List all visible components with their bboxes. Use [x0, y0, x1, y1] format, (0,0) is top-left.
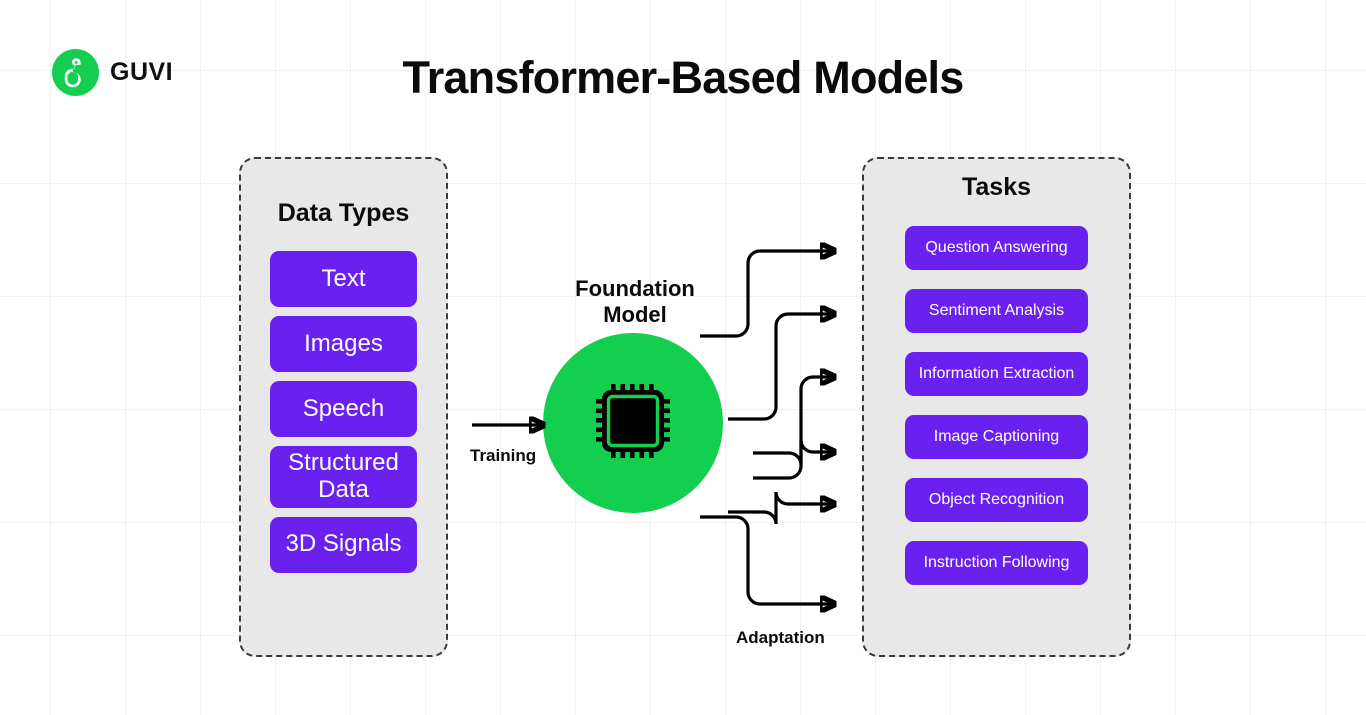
task-chip-image-captioning[interactable]: Image Captioning: [905, 415, 1088, 459]
data-types-panel-title: Data Types: [277, 199, 410, 227]
foundation-model-label-line2: Model: [603, 301, 667, 327]
task-chip-sentiment-analysis[interactable]: Sentiment Analysis: [905, 289, 1088, 333]
tasks-panel: Tasks Question Answering Sentiment Analy…: [862, 157, 1131, 657]
foundation-model-label-line1: Foundation: [575, 276, 695, 301]
training-label: Training: [470, 446, 537, 465]
adaptation-arrow-6: [700, 515, 834, 604]
task-chip-question-answering[interactable]: Question Answering: [905, 226, 1088, 270]
foundation-model-label: Foundation Model: [522, 276, 748, 328]
data-type-chip-text[interactable]: Text: [270, 251, 417, 307]
data-type-chip-3d-signals[interactable]: 3D Signals: [270, 516, 417, 573]
brand-logo: GUVI: [52, 49, 173, 96]
adaptation-label: Adaptation: [736, 628, 825, 647]
brand-name: GUVI: [110, 58, 174, 86]
adaptation-arrow-5: [728, 491, 834, 525]
tasks-chip-list: Question Answering Sentiment Analysis In…: [864, 226, 1129, 585]
data-types-panel: Data Types Text Images Speech Structured…: [239, 157, 448, 657]
data-types-chip-list: Text Images Speech Structured Data 3D Si…: [241, 251, 446, 573]
data-type-chip-speech[interactable]: Speech: [270, 381, 417, 437]
adaptation-arrow-2: [728, 314, 834, 421]
adaptation-arrow-4: [753, 439, 834, 466]
task-chip-object-recognition[interactable]: Object Recognition: [905, 478, 1088, 522]
task-chip-instruction-following[interactable]: Instruction Following: [905, 541, 1088, 585]
adaptation-arrow-3: [753, 377, 834, 480]
tasks-panel-title: Tasks: [961, 173, 1032, 201]
page-title: Transformer-Based Models: [402, 52, 965, 103]
data-type-chip-images[interactable]: Images: [270, 316, 417, 372]
data-type-chip-structured-data[interactable]: Structured Data: [270, 446, 417, 508]
microchip-cpu-icon: [593, 381, 673, 466]
task-chip-information-extraction[interactable]: Information Extraction: [905, 352, 1088, 396]
guvi-g-logo-icon: [52, 49, 99, 96]
foundation-model-node[interactable]: [543, 333, 723, 513]
